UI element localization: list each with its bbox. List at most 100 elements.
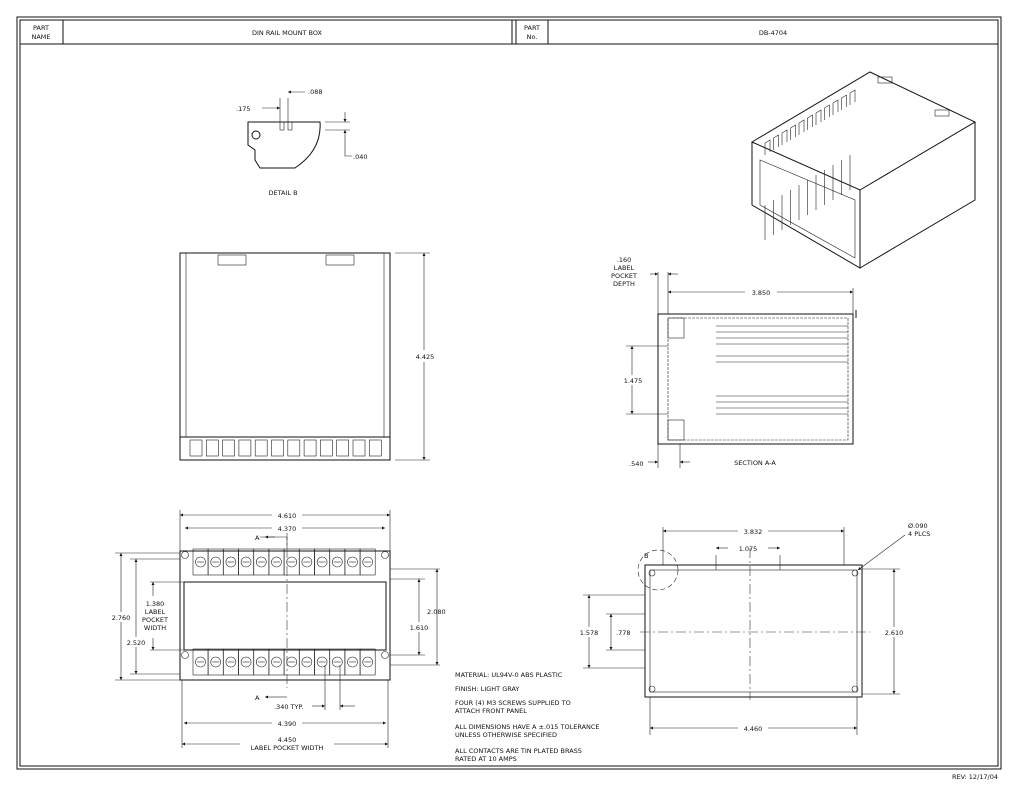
dim-label: 4.460	[744, 725, 763, 733]
dim-label: 1.578	[580, 629, 599, 637]
mounting-screw-icon	[381, 651, 389, 659]
part-name-label: PART	[33, 24, 49, 32]
terminal-block	[222, 439, 235, 457]
terminal-screw-icon	[195, 656, 206, 668]
dim-label: 1.380	[146, 600, 165, 608]
terminal-fin	[832, 99, 839, 115]
terminal-block	[303, 439, 317, 457]
view-title: DETAIL B	[268, 189, 297, 197]
dim-label: LABEL	[145, 608, 166, 616]
dim-label: .778	[616, 629, 630, 637]
terminal-screw-icon	[301, 656, 313, 668]
terminal-block	[206, 439, 219, 457]
terminal-fin	[798, 119, 805, 135]
dim-label: 2.080	[427, 608, 446, 616]
note: ALL DIMENSIONS HAVE A ±.015 TOLERANCE	[455, 723, 600, 731]
terminal-block	[359, 648, 376, 676]
terminal-screw-icon	[240, 656, 252, 668]
mounting-screw-icon	[181, 551, 189, 559]
note: MATERIAL: UL94V-0 ABS PLASTIC	[455, 671, 563, 679]
terminal-fin	[849, 89, 856, 105]
note: UNLESS OTHERWISE SPECIFIED	[455, 731, 557, 739]
isometric-view	[750, 71, 977, 269]
terminal-screw-icon	[301, 556, 313, 568]
dim-label: 3.850	[752, 289, 771, 297]
dim-label: .340 TYP.	[274, 703, 303, 711]
dim-label: .088	[308, 88, 322, 96]
part-no-label: No.	[527, 33, 538, 41]
terminal-block	[359, 548, 376, 576]
dim-label: .160	[617, 256, 631, 264]
section-marker: A	[255, 534, 260, 542]
dim-label: POCKET	[142, 616, 168, 624]
part-number: DB-4704	[759, 29, 787, 37]
dim-label: 4.610	[278, 512, 297, 520]
dim-label: .040	[353, 153, 367, 161]
dim-label: 1.075	[739, 545, 758, 553]
terminal-block	[271, 439, 284, 457]
part-name-label: NAME	[31, 33, 50, 41]
dim-label: LABEL	[614, 264, 635, 272]
view-title: SECTION A-A	[734, 459, 776, 467]
terminal-fin	[781, 129, 788, 145]
terminal-screw-icon	[271, 556, 282, 568]
terminal-fin	[790, 124, 796, 140]
note: ALL CONTACTS ARE TIN PLATED BRASS	[455, 747, 582, 755]
terminal-block	[254, 439, 268, 457]
terminal-fin	[807, 114, 813, 130]
terminal-screw-icon	[331, 656, 343, 668]
dim-label: POCKET	[611, 272, 637, 280]
terminal-fin	[764, 139, 771, 155]
dim-label: 1.475	[624, 377, 643, 385]
dim-label: 2.610	[885, 629, 904, 637]
terminal-screw-icon	[362, 556, 374, 568]
terminal-block	[189, 439, 203, 457]
dim-label: 4.390	[278, 720, 297, 728]
terminal-screw-icon	[210, 656, 221, 668]
note: FINISH: LIGHT GRAY	[455, 685, 519, 693]
terminal-fin	[773, 134, 779, 150]
hole-note: Ø.090	[908, 522, 928, 530]
general-notes: MATERIAL: UL94V-0 ABS PLASTIC FINISH: LI…	[455, 671, 600, 763]
top-view: 4.425	[179, 252, 440, 461]
note: FOUR (4) M3 SCREWS SUPPLIED TO	[455, 699, 571, 707]
title-block: PART NAME DIN RAIL MOUNT BOX PART No. DB…	[31, 24, 787, 41]
part-name: DIN RAIL MOUNT BOX	[252, 29, 323, 37]
terminal-screw-icon	[362, 656, 374, 668]
dim-label: 1.610	[410, 624, 429, 632]
dim-label: 2.760	[112, 614, 131, 622]
terminal-block	[336, 439, 350, 457]
dim-label: 2.520	[127, 639, 146, 647]
dim-label: 4.450	[278, 736, 297, 744]
dim-label: DEPTH	[613, 280, 635, 288]
back-view: B 1.075 3.832 1.578 .778 2.610 4.460 Ø.0…	[575, 522, 930, 735]
dim-label: 4.425	[416, 353, 435, 361]
terminal-screw-icon	[255, 656, 267, 668]
terminal-block	[320, 439, 333, 457]
terminal-block	[287, 439, 301, 457]
terminal-fin	[824, 104, 830, 120]
terminal-screw-icon	[331, 556, 343, 568]
hole-note: 4 PLCS	[908, 530, 930, 538]
terminal-fin	[841, 94, 847, 110]
note: RATED AT 10 AMPS	[455, 755, 517, 763]
terminal-block	[368, 439, 382, 457]
terminal-fin	[815, 109, 822, 125]
part-no-label: PART	[524, 24, 540, 32]
detail-b-view: .175 .088 .040 DETAIL B	[236, 88, 367, 197]
mounting-screw-icon	[181, 651, 189, 659]
terminal-screw-icon	[225, 556, 237, 568]
note: ATTACH FRONT PANEL	[455, 707, 527, 715]
terminal-screw-icon	[255, 556, 267, 568]
revision-date: REV: 12/17/04	[952, 773, 998, 781]
terminal-screw-icon	[225, 656, 237, 668]
terminal-screw-icon	[316, 656, 328, 668]
drawing-border	[16, 16, 1002, 770]
terminal-screw-icon	[210, 556, 221, 568]
section-a-a-view: 3.850 1.475 .540 .160 LABEL POCKET DEPTH…	[611, 256, 857, 468]
detail-marker: B	[644, 552, 648, 560]
terminal-screw-icon	[316, 556, 328, 568]
terminal-screw-icon	[271, 656, 282, 668]
dim-label: .540	[629, 460, 643, 468]
terminal-block	[352, 439, 366, 457]
